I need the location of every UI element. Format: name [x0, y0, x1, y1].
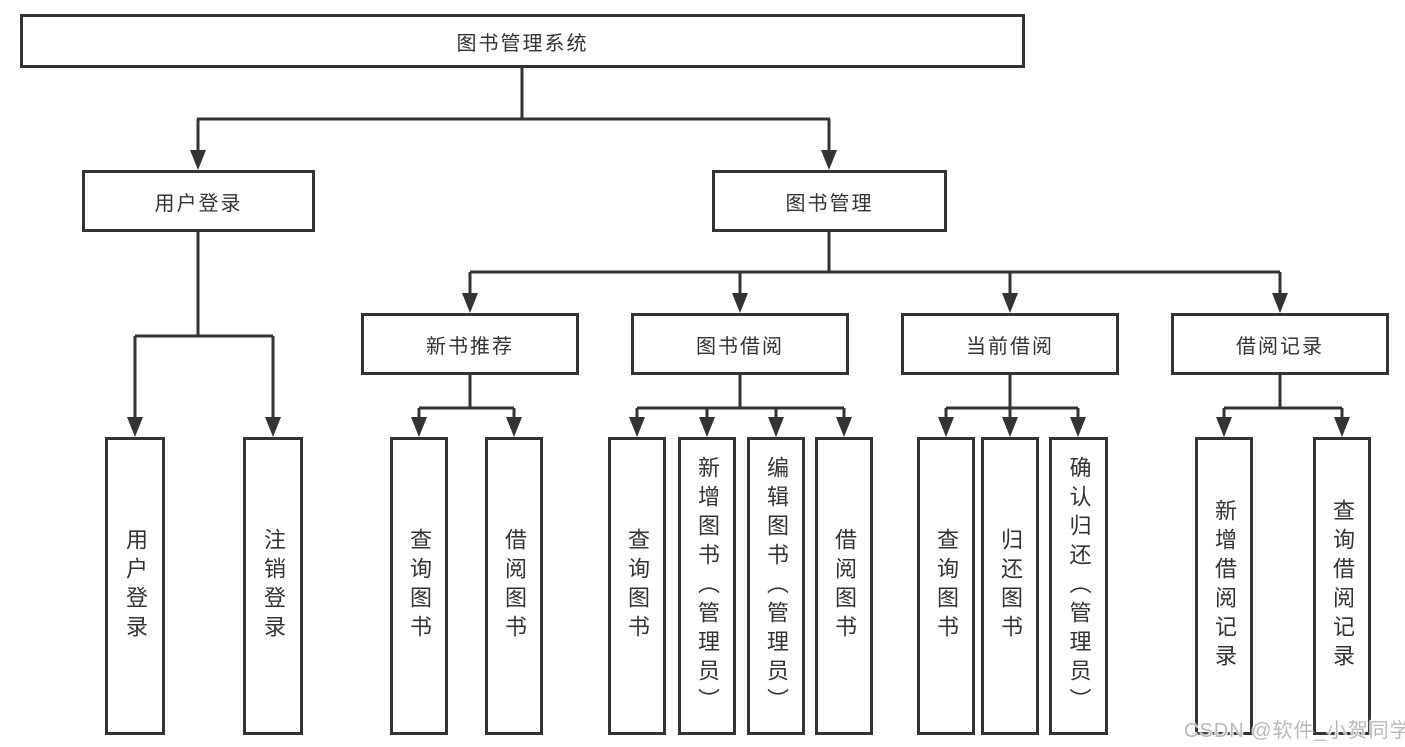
node-label: 图书管理: [785, 192, 874, 215]
leaf-edit-books-admin: 编辑图书（管理员）: [747, 437, 805, 735]
node-book-management: 图书管理: [712, 170, 947, 232]
node-label: 借阅图书: [502, 528, 527, 644]
leaf-add-books-admin: 新增图书（管理员）: [678, 437, 736, 735]
node-label: 查询图书: [934, 528, 959, 644]
node-label: 确认归还（管理员）: [1066, 455, 1092, 717]
node-label: 查询借阅记录: [1330, 499, 1355, 673]
leaf-return-books: 归还图书: [981, 437, 1039, 735]
watermark: CSDN @软件_小贺同学: [1184, 720, 1405, 742]
leaf-query-books-current: 查询图书: [917, 437, 975, 735]
node-label: 注销登录: [261, 528, 286, 644]
node-new-book-recommendation: 新书推荐: [361, 313, 579, 375]
node-label: 新增图书（管理员）: [695, 455, 720, 717]
node-label: 查询图书: [625, 528, 650, 644]
node-library-system: 图书管理系统: [20, 14, 1025, 68]
node-label: 新书推荐: [426, 335, 514, 358]
node-label: 归还图书: [998, 528, 1023, 644]
leaf-borrow-books-recommend: 借阅图书: [485, 437, 543, 735]
node-label: 编辑图书（管理员）: [764, 455, 789, 717]
node-borrowing-records: 借阅记录: [1171, 313, 1389, 375]
leaf-query-borrow-record: 查询借阅记录: [1313, 437, 1371, 735]
leaf-query-books-borrowing: 查询图书: [608, 437, 666, 735]
leaf-add-borrow-record: 新增借阅记录: [1195, 437, 1253, 735]
node-label: 用户登录: [123, 528, 148, 644]
node-label: 当前借阅: [966, 335, 1054, 358]
leaf-user-login: 用户登录: [105, 437, 165, 735]
node-label: 借阅记录: [1236, 335, 1324, 358]
leaf-confirm-return-admin: 确认归还（管理员）: [1049, 437, 1108, 735]
node-label: 新增借阅记录: [1212, 499, 1237, 673]
node-book-borrowing: 图书借阅: [631, 313, 849, 375]
leaf-borrow-books-borrowing: 借阅图书: [815, 437, 873, 735]
node-label: 借阅图书: [832, 528, 857, 644]
node-label: 查询图书: [407, 528, 432, 644]
leaf-logout: 注销登录: [243, 437, 303, 735]
node-label: 图书借阅: [696, 335, 784, 358]
node-label: 图书管理系统: [456, 32, 589, 55]
node-user-login: 用户登录: [82, 170, 315, 232]
node-label: 用户登录: [154, 192, 243, 215]
leaf-query-books-recommend: 查询图书: [390, 437, 448, 735]
node-current-borrowing: 当前借阅: [901, 313, 1119, 375]
